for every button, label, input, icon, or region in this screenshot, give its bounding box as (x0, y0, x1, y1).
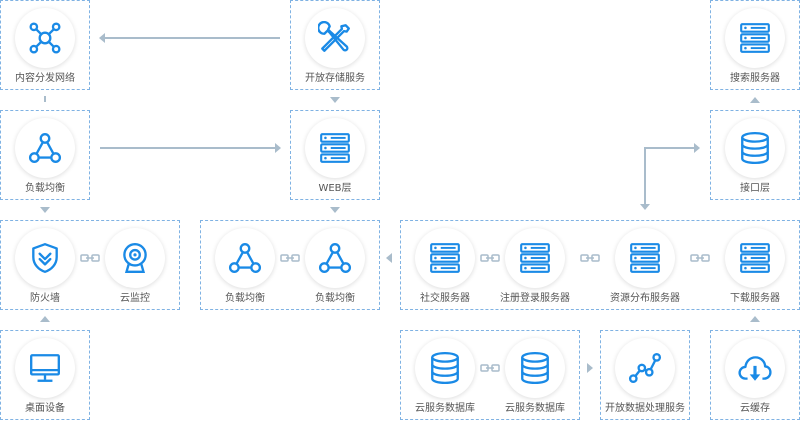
connector-storage-to-cdn (105, 37, 280, 39)
node-open-storage[interactable] (305, 8, 365, 68)
group-cloud-db (400, 330, 580, 420)
server-icon (628, 241, 662, 275)
network-icon (29, 22, 61, 54)
node-cloud-db-2[interactable] (505, 338, 565, 398)
node-label: 内容分发网络 (15, 73, 75, 84)
node-label: 云缓存 (740, 403, 770, 414)
link-icon (80, 254, 100, 262)
arrow-to-resource (640, 204, 650, 210)
arrow-to-web (275, 143, 281, 153)
server-icon (738, 241, 772, 275)
node-lb-top[interactable] (15, 118, 75, 178)
load-balance-icon (318, 241, 352, 275)
node-download-server[interactable] (725, 228, 785, 288)
arrow-web-to-load-balancers (330, 207, 340, 213)
node-resource-server[interactable] (615, 228, 675, 288)
node-label: 开放存储服务 (305, 73, 365, 84)
node-cloud-db-1[interactable] (415, 338, 475, 398)
link-icon (580, 254, 600, 262)
node-label: 云服务数据库 (505, 403, 565, 414)
group-security (0, 220, 180, 310)
node-lb-mid-1[interactable] (215, 228, 275, 288)
node-label: 云监控 (120, 293, 150, 304)
arrow-to-api (694, 143, 700, 153)
node-open-data[interactable] (615, 338, 675, 398)
shield-icon (32, 243, 58, 273)
connector-lb-to-web (100, 147, 275, 149)
node-label: 开放数据处理服务 (605, 403, 685, 414)
node-label: 负载均衡 (315, 293, 355, 304)
node-web-layer[interactable] (305, 118, 365, 178)
database-icon (428, 351, 462, 385)
node-label: 搜索服务器 (730, 73, 780, 84)
link-icon (480, 254, 500, 262)
arrow-cache-to-download (750, 316, 760, 322)
node-label: 接口层 (740, 183, 770, 194)
webcam-icon (123, 243, 147, 273)
server-icon (518, 241, 552, 275)
node-api-layer[interactable] (725, 118, 785, 178)
node-label: 桌面设备 (25, 403, 65, 414)
server-icon (318, 131, 352, 165)
node-label: 资源分布服务器 (610, 293, 680, 304)
data-chart-icon (628, 353, 662, 383)
load-balance-icon (228, 241, 262, 275)
server-icon (428, 241, 462, 275)
arrow-desktop-to-security (40, 316, 50, 322)
group-open-storage (290, 0, 380, 90)
node-cloud-cache[interactable] (725, 338, 785, 398)
node-lb-mid-2[interactable] (305, 228, 365, 288)
connector-resource-to-api-v (644, 147, 646, 205)
node-label: 社交服务器 (420, 293, 470, 304)
arrow-api-to-search (750, 97, 760, 103)
arrow-servers-to-load-balancers (386, 253, 392, 263)
connector-cdn-to-lb (44, 96, 46, 102)
group-load-balancers (200, 220, 380, 310)
node-label: 下载服务器 (730, 293, 780, 304)
arrow-storage-to-web (330, 97, 340, 103)
node-label: 防火墙 (30, 293, 60, 304)
node-register-server[interactable] (505, 228, 565, 288)
node-label: 负载均衡 (25, 183, 65, 194)
load-balance-icon (28, 131, 62, 165)
link-icon (480, 364, 500, 372)
group-open-data (600, 330, 690, 420)
node-search-server[interactable] (725, 8, 785, 68)
arrow-db-to-open-data (587, 363, 593, 373)
node-cloud-monitor[interactable] (105, 228, 165, 288)
link-icon (280, 254, 300, 262)
tools-icon (318, 21, 350, 52)
arrow-to-cdn (99, 33, 105, 43)
connector-resource-to-api-h (644, 147, 694, 149)
node-label: 注册登录服务器 (500, 293, 570, 304)
node-firewall[interactable] (15, 228, 75, 288)
node-label: WEB层 (318, 183, 352, 194)
node-label: 负载均衡 (225, 293, 265, 304)
node-social-server[interactable] (415, 228, 475, 288)
cloud-download-icon (738, 356, 772, 381)
link-icon (690, 254, 710, 262)
node-cdn[interactable] (15, 8, 75, 68)
group-cdn (0, 0, 90, 90)
node-label: 云服务数据库 (415, 403, 475, 414)
node-desktop[interactable] (15, 338, 75, 398)
monitor-icon (30, 354, 60, 382)
server-icon (738, 21, 772, 55)
group-web-layer (290, 110, 380, 200)
group-lb-top (0, 110, 90, 200)
database-icon (738, 131, 772, 165)
arrow-lb-to-security (40, 207, 50, 213)
database-icon (518, 351, 552, 385)
group-desktop (0, 330, 90, 420)
